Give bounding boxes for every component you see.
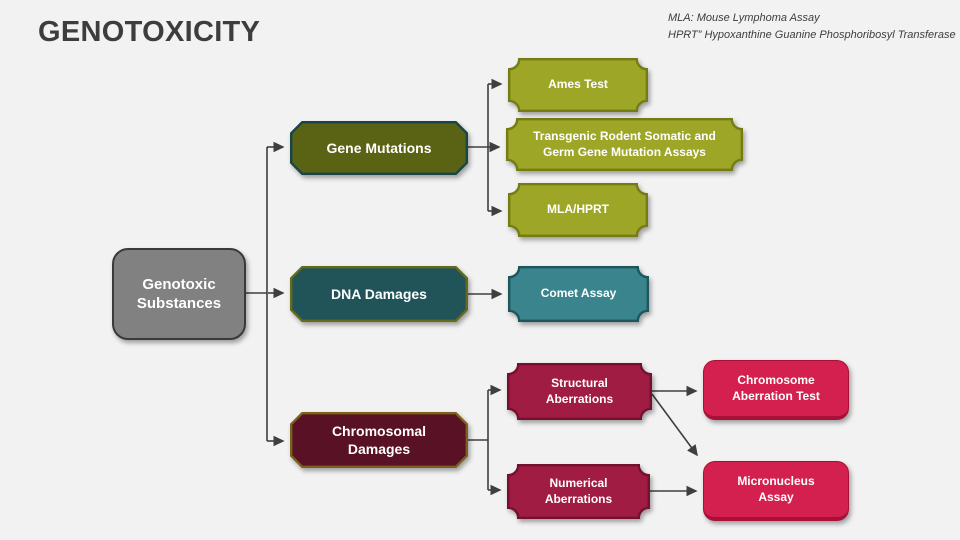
node-shape: [508, 266, 649, 322]
node-shape: [507, 363, 652, 420]
node-label: Structural Aberrations: [545, 375, 614, 406]
node-label: Genotoxic Substances: [136, 275, 222, 313]
node-transgenic-assays: Transgenic Rodent Somatic and Germ Gene …: [506, 118, 743, 171]
note-mla: MLA: Mouse Lymphoma Assay: [668, 12, 820, 24]
node-dna-damages: DNA Damages: [290, 266, 468, 322]
node-shape: [290, 121, 468, 175]
node-label: Chromosome Aberration Test: [732, 372, 820, 403]
node-label: MLA/HPRT: [547, 202, 609, 217]
node-genotoxic-substances: Genotoxic Substances: [112, 248, 246, 340]
node-gene-mutations: Gene Mutations: [290, 121, 468, 175]
node-label: Numerical Aberrations: [544, 475, 613, 506]
node-shape: [290, 266, 468, 322]
node-comet-assay: Comet Assay: [508, 266, 649, 322]
node-label: Ames Test: [548, 77, 608, 92]
abbreviation-notes: MLA: Mouse Lymphoma Assay HPRT” Hypoxant…: [668, 10, 956, 43]
node-shape: [506, 118, 743, 171]
node-chromosome-aberration-test: Chromosome Aberration Test: [703, 360, 849, 420]
node-micronucleus-assay: Micronucleus Assay: [703, 461, 849, 521]
node-label: Chromosomal Damages: [331, 422, 427, 457]
node-shape: [507, 464, 650, 519]
node-numerical-aberrations: Numerical Aberrations: [507, 464, 650, 519]
node-chromosomal-damages: Chromosomal Damages: [290, 412, 468, 468]
node-shape: [508, 58, 648, 112]
node-mla-hprt: MLA/HPRT: [508, 183, 648, 237]
node-shape: [290, 412, 468, 468]
node-label: Comet Assay: [540, 286, 617, 301]
node-ames-test: Ames Test: [508, 58, 648, 112]
node-label: Gene Mutations: [326, 139, 432, 156]
node-structural-aberrations: Structural Aberrations: [507, 363, 652, 420]
node-shape: [508, 183, 648, 237]
node-label: DNA Damages: [331, 285, 427, 302]
node-label: Micronucleus Assay: [737, 473, 815, 504]
node-label: Transgenic Rodent Somatic and Germ Gene …: [533, 128, 716, 159]
page-title: GENOTOXICITY: [38, 16, 261, 48]
note-hprt: HPRT” Hypoxanthine Guanine Phosphoribosy…: [668, 28, 956, 41]
